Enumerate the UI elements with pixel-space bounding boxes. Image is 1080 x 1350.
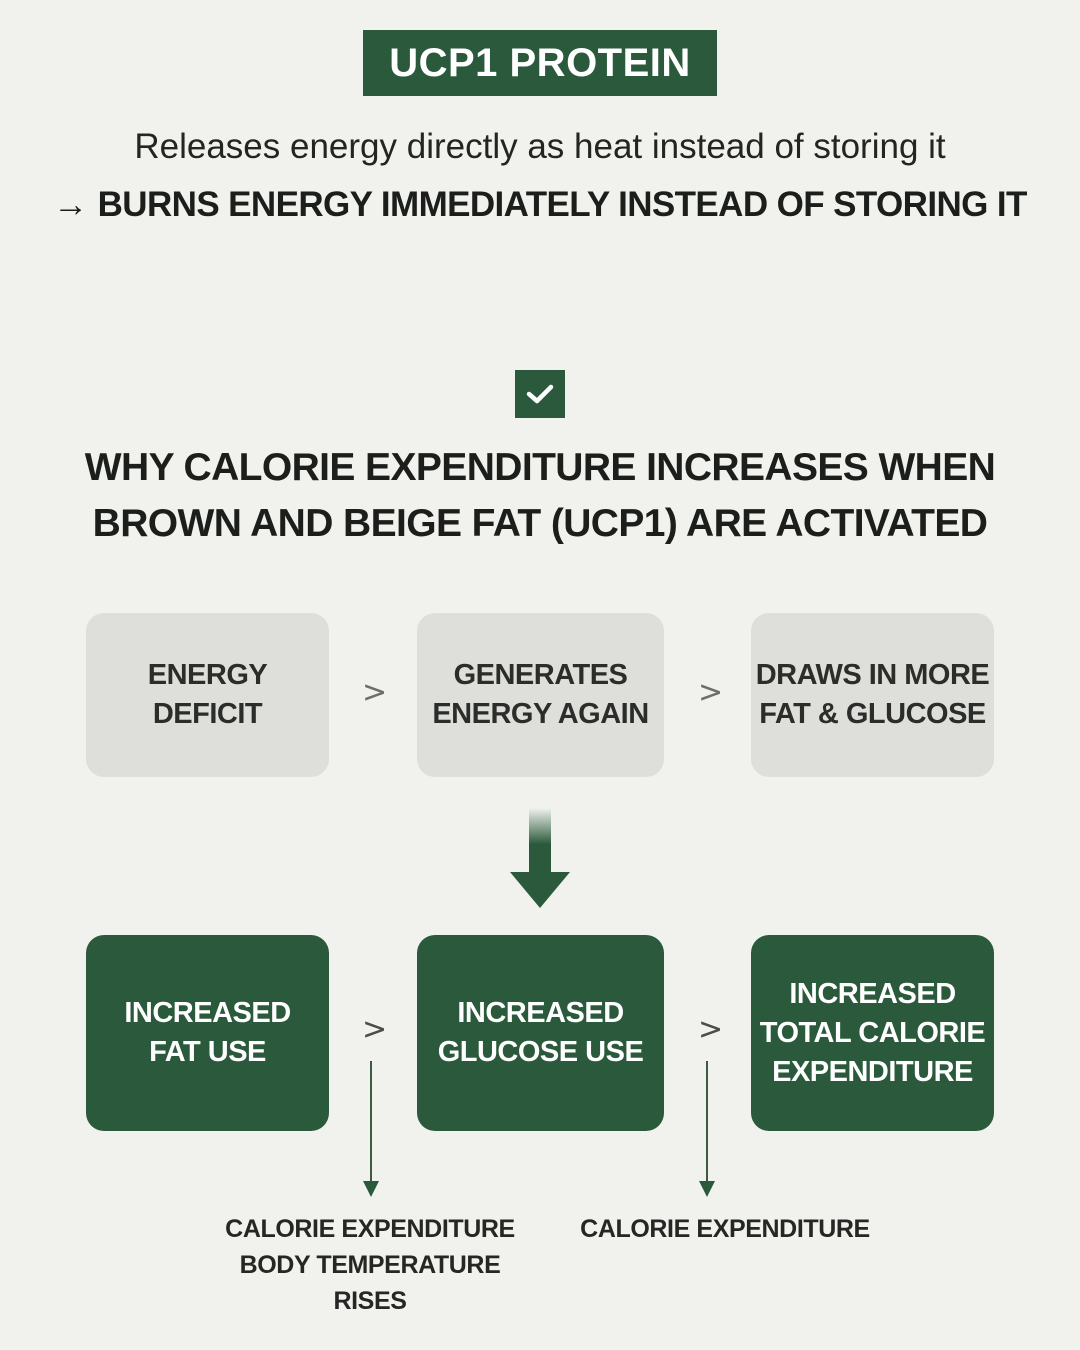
flow-box-line: INCREASED <box>789 977 956 1010</box>
flow-box-energy-deficit: ENERGY DEFICIT <box>86 613 329 777</box>
checkmark-glyph <box>526 384 554 404</box>
flow-box-line: GLUCOSE USE <box>437 1036 644 1068</box>
title-badge-text: UCP1 PROTEIN <box>389 40 691 85</box>
chevron-right-icon: > <box>362 675 388 710</box>
flow-box-line: INCREASED <box>457 997 624 1029</box>
caption-right-line1: CALORIE EXPENDITURE <box>580 1215 870 1243</box>
connector-line <box>706 1061 708 1183</box>
flow-box-line: FAT & GLUCOSE <box>759 698 986 730</box>
flow-box-increased-fat-use: INCREASED FAT USE <box>86 935 329 1131</box>
caption-right: CALORIE EXPENDITURE <box>575 1211 875 1247</box>
tagline: →BURNS ENERGY IMMEDIATELY INSTEAD OF STO… <box>0 185 1080 225</box>
flow-box-increased-glucose-use: INCREASED GLUCOSE USE <box>417 935 664 1131</box>
flow-box-line: EXPENDITURE <box>772 1055 973 1088</box>
flow-box-increased-total-calorie: INCREASED TOTAL CALORIE EXPENDITURE <box>751 935 994 1131</box>
chevron-right-icon: > <box>698 1012 724 1047</box>
flow-box-line: GENERATES <box>453 659 628 691</box>
chevron-right-icon: > <box>362 1012 388 1047</box>
subtitle: Releases energy directly as heat instead… <box>134 127 946 166</box>
tagline-text: BURNS ENERGY IMMEDIATELY INSTEAD OF STOR… <box>97 185 1028 224</box>
caption-left-line2: BODY TEMPERATURE RISES <box>239 1251 501 1315</box>
flow-box-line: DEFICIT <box>152 698 263 730</box>
down-arrow-icon <box>510 808 570 908</box>
down-arrowhead-icon <box>363 1181 379 1197</box>
flow-box-line: ENERGY AGAIN <box>432 698 649 730</box>
down-arrowhead-icon <box>699 1181 715 1197</box>
flow-box-draws-fat-glucose: DRAWS IN MORE FAT & GLUCOSE <box>751 613 994 777</box>
connector-line <box>370 1061 372 1183</box>
section-title: WHY CALORIE EXPENDITURE INCREASES WHEN B… <box>0 440 1080 552</box>
right-arrow-icon: → <box>53 185 88 224</box>
caption-left: CALORIE EXPENDITURE BODY TEMPERATURE RIS… <box>200 1211 540 1319</box>
section-title-line1: WHY CALORIE EXPENDITURE INCREASES WHEN <box>84 446 996 489</box>
flow-box-line: ENERGY <box>147 659 268 691</box>
chevron-right-icon: > <box>698 675 724 710</box>
checkmark-icon <box>515 370 565 418</box>
flow-box-line: DRAWS IN MORE <box>755 659 990 691</box>
title-badge: UCP1 PROTEIN <box>363 30 717 96</box>
flow-box-line: TOTAL CALORIE <box>759 1016 986 1049</box>
flow-box-generates-energy: GENERATES ENERGY AGAIN <box>417 613 664 777</box>
flow-box-line: FAT USE <box>149 1036 266 1068</box>
caption-left-line1: CALORIE EXPENDITURE <box>225 1215 515 1243</box>
flow-box-line: INCREASED <box>124 997 291 1029</box>
section-title-line2: BROWN AND BEIGE FAT (UCP1) ARE ACTIVATED <box>92 502 988 545</box>
